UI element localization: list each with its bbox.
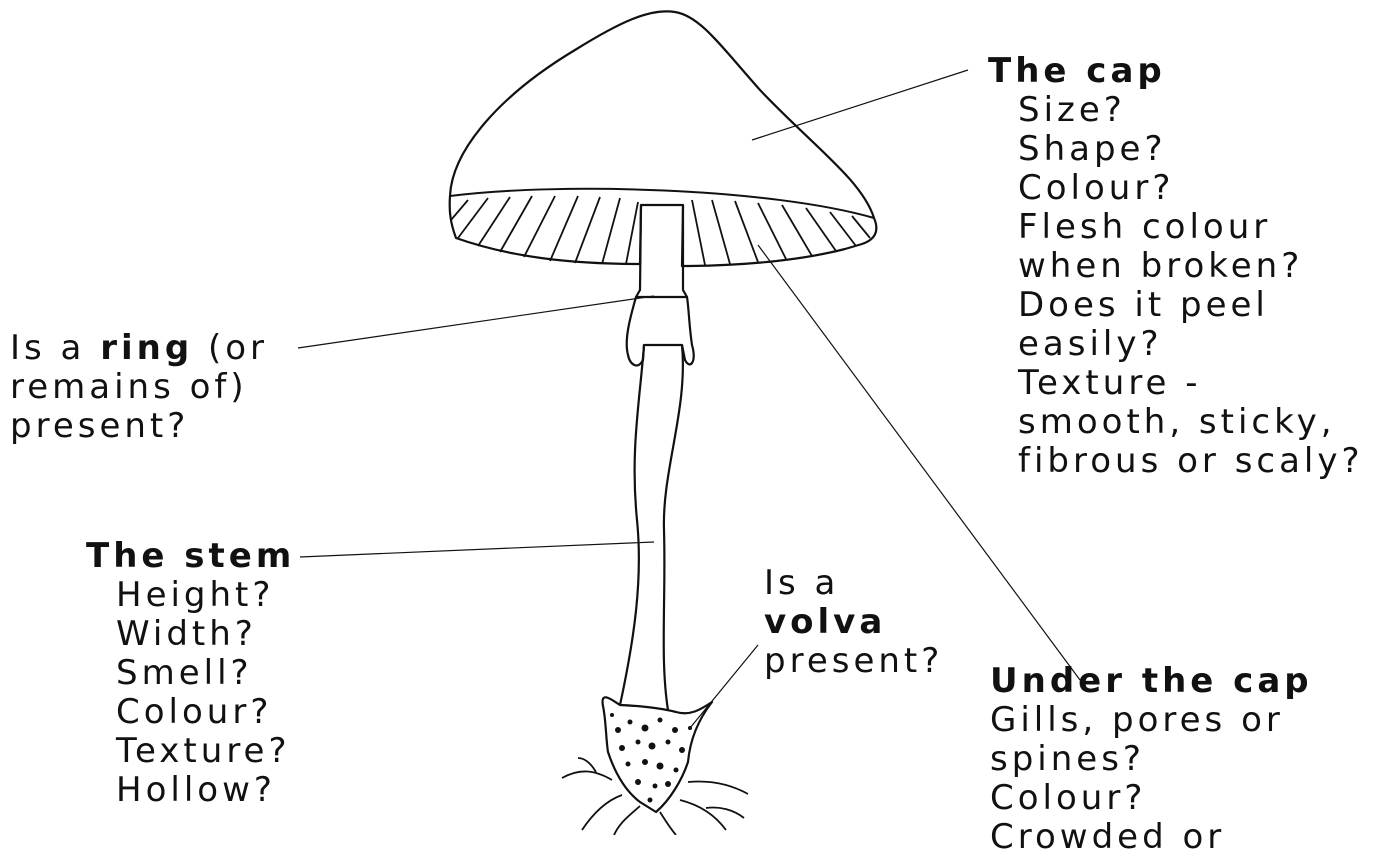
ring-leader bbox=[298, 296, 654, 348]
ring-line: present? bbox=[10, 407, 268, 446]
stem-question: Height? bbox=[116, 576, 295, 615]
volva-label: Is a volva present? bbox=[764, 564, 943, 681]
stem-question: Smell? bbox=[116, 654, 295, 693]
stem-leader bbox=[300, 542, 654, 557]
under-cap-question: Gills, pores or bbox=[990, 701, 1313, 740]
upper-stem bbox=[636, 205, 687, 297]
cap-question: Shape? bbox=[1018, 130, 1364, 169]
ring-pre-text: Is a bbox=[10, 328, 100, 368]
cap-question: Size? bbox=[1018, 91, 1364, 130]
ring-line-1: Is a ring (or bbox=[10, 329, 268, 368]
stem-question: Width? bbox=[116, 615, 295, 654]
cap-question: smooth, sticky, bbox=[1018, 403, 1364, 442]
ring-post-text: (or bbox=[193, 328, 268, 368]
cap-question: Colour? bbox=[1018, 169, 1364, 208]
cap-question: Texture - bbox=[1018, 364, 1364, 403]
under-cap-question: Crowded or bbox=[990, 818, 1313, 857]
stem-question: Hollow? bbox=[116, 771, 295, 810]
cap-question: Flesh colour bbox=[1018, 208, 1364, 247]
cap-leader bbox=[752, 70, 968, 140]
stem-heading: The stem bbox=[86, 537, 295, 576]
stem-questions: Height? Width? Smell? Colour? Texture? H… bbox=[116, 576, 295, 810]
volva-leader bbox=[690, 645, 758, 728]
stem-question: Colour? bbox=[116, 693, 295, 732]
volva-line-3: present? bbox=[764, 642, 943, 681]
lower-stem bbox=[620, 345, 683, 710]
ring-label: Is a ring (or remains of) present? bbox=[10, 329, 268, 446]
cap-label: The cap Size? Shape? Colour? Flesh colou… bbox=[988, 52, 1364, 481]
cap-question: when broken? bbox=[1018, 247, 1364, 286]
volva bbox=[603, 697, 712, 812]
under-cap-question: spines? bbox=[990, 740, 1313, 779]
stem-question: Texture? bbox=[116, 732, 295, 771]
cap-question: fibrous or scaly? bbox=[1018, 442, 1364, 481]
cap-questions: Size? Shape? Colour? Flesh colour when b… bbox=[1018, 91, 1364, 481]
cap-question: easily? bbox=[1018, 325, 1364, 364]
volva-bold: volva bbox=[764, 603, 943, 642]
under-cap-heading: Under the cap bbox=[990, 662, 1313, 701]
volva-line-1: Is a bbox=[764, 564, 943, 603]
under-cap-label: Under the cap Gills, pores or spines? Co… bbox=[990, 662, 1313, 857]
under-cap-question: Colour? bbox=[990, 779, 1313, 818]
ring-bold-text: ring bbox=[100, 328, 193, 368]
cap-heading: The cap bbox=[988, 52, 1364, 91]
cap-question: Does it peel bbox=[1018, 286, 1364, 325]
ring-line: remains of) bbox=[10, 368, 268, 407]
stem-label: The stem Height? Width? Smell? Colour? T… bbox=[86, 537, 295, 810]
